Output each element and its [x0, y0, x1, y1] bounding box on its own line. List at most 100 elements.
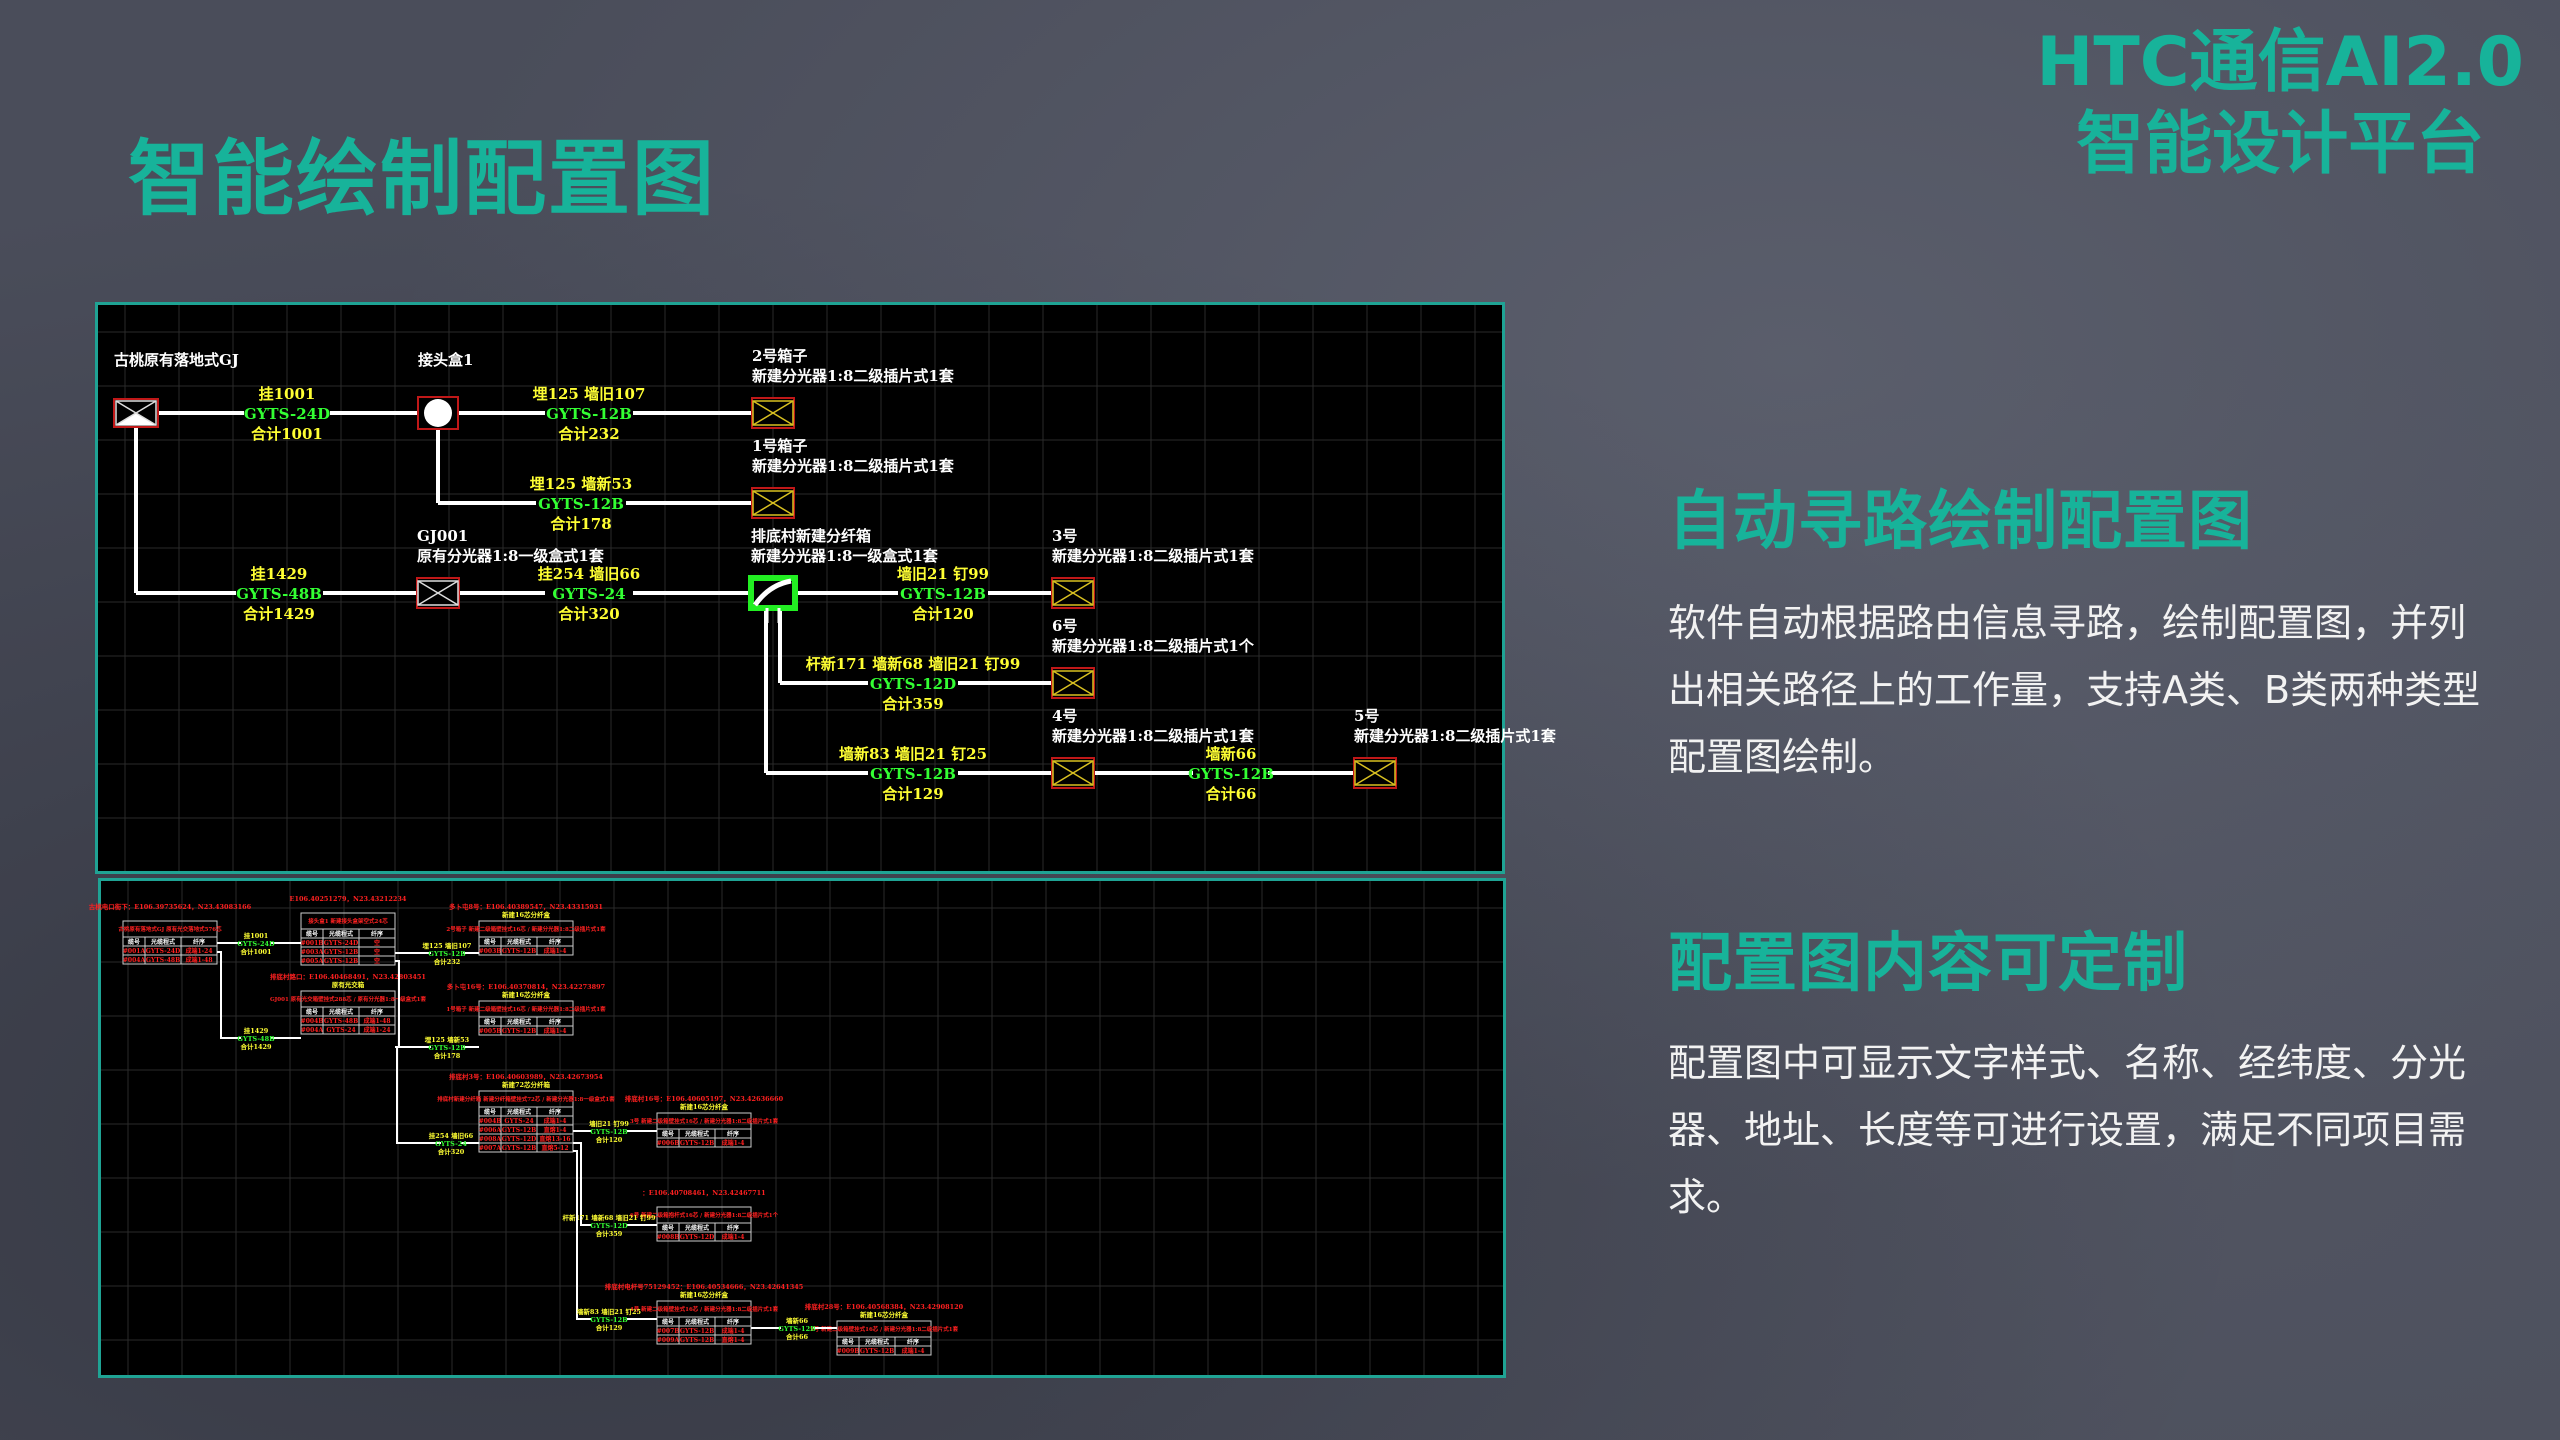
table-cell: #004B [479, 1118, 502, 1125]
table-header-cell: 光缆程式 [506, 938, 531, 946]
brand-logo: HTC通信AI2.0 智能设计平台 [2036, 22, 2524, 186]
box-coordinates: 多卜屯8号：E106.40389547，N23.43315931 [449, 902, 603, 911]
table-cell: 直熔1-4 [722, 1336, 745, 1344]
table-header-cell: 缆号 [306, 1008, 318, 1016]
workload-label: 墙旧21 钉99 [589, 1119, 629, 1128]
section-body-customizable: 配置图中可显示文字样式、名称、经纬度、分光器、地址、长度等可进行设置，满足不同项… [1668, 1041, 2467, 1219]
info-table-frame [836, 1320, 932, 1356]
node-name: 3号 [1052, 527, 1077, 545]
table-header-cell: 纤序 [907, 1338, 919, 1346]
splitter-box-cross [752, 400, 794, 426]
total-length-label: 合计66 [1205, 785, 1257, 803]
table-header-cell: 纤序 [727, 1224, 739, 1232]
splitter-box-cross [752, 490, 794, 516]
table-cell: GYTS-12B [680, 1337, 714, 1344]
table-cell: #009B [837, 1348, 860, 1355]
box-description: 6号 新建二级箱抱杆式16芯 / 新建分光器1:8二级插片式1个 [630, 1211, 779, 1219]
total-length-label: 合计1001 [239, 947, 271, 956]
cable-type-label: GYTS-12B [900, 585, 986, 603]
box-description: 古桃原有落地式GJ 原有光交落地式576芯 [118, 925, 222, 933]
table-cell: GYTS-12B [324, 949, 358, 956]
workload-label: 杆新171 墙新68 墙旧21 钉99 [806, 655, 1021, 673]
cable-type-label: GYTS-12B [590, 1316, 628, 1324]
total-length-label: 合计66 [785, 1332, 809, 1341]
node-name: 排底村新建分纤箱 [751, 527, 871, 545]
box-description: 3号 新建二级箱壁挂式16芯 / 新建分光器1:8二级插片式1套 [630, 1117, 779, 1125]
table-cell: #005A [301, 958, 324, 965]
workload-label: 挂1001 [244, 931, 269, 940]
table-header-cell: 光缆程式 [506, 1018, 531, 1026]
box-description: 4号 新建二级箱壁挂式16芯 / 新建分光器1:8二级插片式1套 [630, 1305, 779, 1313]
node-name: 2号箱子 [752, 347, 807, 365]
box-description: 5号 新建二级箱壁挂式16芯 / 新建分光器1:8二级插片式1套 [810, 1325, 959, 1333]
box-description: 1号箱子 新建二级箱壁挂式16芯 / 新建分光器1:8二级插片式1套 [446, 1005, 606, 1013]
table-header-cell: 缆号 [484, 1018, 496, 1026]
box-coordinates: 排底村路口：E106.40468491，N23.42803451 [270, 972, 426, 981]
table-cell: #006A [479, 1127, 502, 1134]
node-desc: 新建分光器1:8二级插片式1套 [1354, 727, 1557, 745]
info-table-frame [478, 1090, 574, 1153]
cable-type-label: GYTS-12D [870, 675, 956, 693]
table-cell: #005B [479, 1028, 502, 1035]
table-cell: #007A [479, 1145, 502, 1152]
box-coordinates: 排底村3号：E106.40603989，N23.42673954 [449, 1072, 603, 1081]
box-subtitle: 新建16芯分纤盒 [502, 990, 551, 999]
workload-label: 墙新66 [786, 1316, 809, 1325]
cable-type-label: GYTS-12B [428, 1044, 466, 1052]
box-description: 排底村新建分纤箱 新建分纤箱壁挂式72芯 / 新建分光器1:8一级盒式1套 [437, 1095, 615, 1103]
node-desc: 新建分光器1:8二级插片式1套 [1052, 547, 1255, 565]
cable-type-label: GYTS-12B [538, 495, 624, 513]
table-cell: GYTS-12B [680, 1140, 714, 1147]
splitter-box-cross [417, 580, 459, 606]
source-node-cross [115, 400, 157, 426]
box-subtitle: 原有光交箱 [332, 980, 365, 989]
info-table-frame [300, 990, 396, 1035]
info-table-frame [656, 1300, 752, 1345]
box-coordinates: 排底村电杆号75129452：E106.40534666，N23.4264134… [605, 1282, 804, 1291]
node-name: 6号 [1052, 617, 1077, 635]
brand-line-1: HTC通信AI2.0 [2036, 23, 2524, 102]
workload-label: 挂1429 [251, 565, 308, 583]
info-table-frame [478, 1000, 574, 1036]
section-title-auto-routing: 自动寻路绘制配置图 [1668, 485, 2253, 559]
total-length-label: 合计232 [557, 425, 619, 443]
hub-node-slash [752, 578, 792, 607]
table-cell: #004A [301, 1027, 324, 1034]
cable-type-label: GYTS-12B [778, 1325, 816, 1333]
table-header-cell: 纤序 [727, 1130, 739, 1138]
table-cell: GYTS-24 [326, 1027, 355, 1034]
total-length-label: 合计359 [595, 1229, 623, 1238]
splitter-box-cross [1052, 670, 1094, 696]
table-header-cell: 缆号 [484, 1108, 496, 1116]
workload-label: 墙新83 墙旧21 钉25 [839, 745, 987, 763]
table-header-cell: 纤序 [727, 1318, 739, 1326]
table-header-cell: 缆号 [128, 938, 140, 946]
table-cell: #007B [657, 1328, 680, 1335]
source-node-fill [116, 413, 156, 425]
table-header-cell: 纤序 [193, 938, 205, 946]
workload-label: 杆新171 墙新68 墙旧21 钉99 [563, 1213, 656, 1222]
table-cell: 空 [374, 939, 380, 947]
table-cell: #008A [479, 1136, 502, 1143]
table-cell: 空 [374, 948, 380, 956]
total-length-label: 合计1001 [250, 425, 323, 443]
node-name: 1号箱子 [752, 437, 807, 455]
cable-type-label: GYTS-12D [590, 1222, 628, 1230]
table-cell: #006B [657, 1140, 680, 1147]
cable-line [217, 951, 241, 1039]
total-length-label: 合计129 [595, 1323, 623, 1332]
splitter-box-cross [1052, 760, 1094, 786]
table-cell: 成端1-4 [544, 1027, 567, 1035]
cable-type-label: GYTS-12B [1188, 765, 1274, 783]
box-coordinates: 古桃电口街下：E106.39735624，N23.43083166 [89, 902, 252, 911]
total-length-label: 合计232 [433, 957, 461, 966]
table-header-cell: 光缆程式 [150, 938, 175, 946]
table-header-cell: 光缆程式 [864, 1338, 889, 1346]
node-desc: 新建分光器1:8二级插片式1套 [752, 367, 955, 385]
table-cell: GYTS-12B [502, 1145, 536, 1152]
cable-line [395, 960, 431, 1048]
info-table-frame [478, 920, 574, 956]
workload-label: 挂254 墙旧66 [538, 565, 640, 583]
